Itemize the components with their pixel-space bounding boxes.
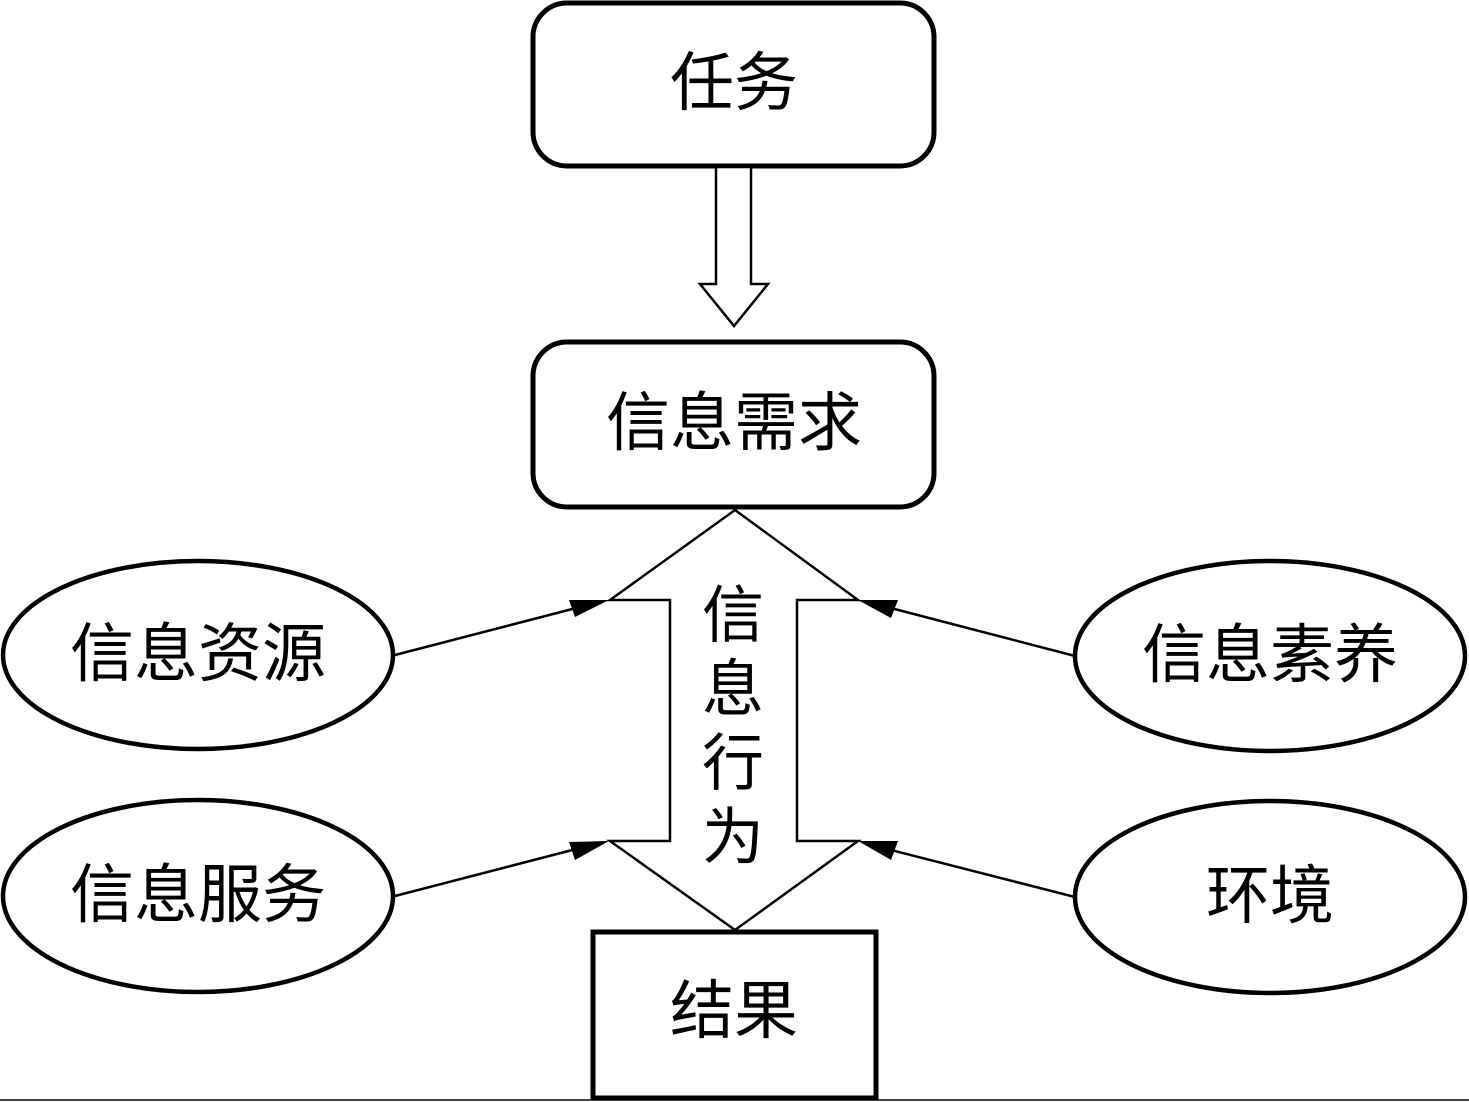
- info-services-arrowhead-icon: [569, 841, 609, 860]
- node-info-literacy: 信息素养: [1072, 558, 1468, 754]
- environment-arrow-line: [886, 847, 1076, 899]
- info-resources-label: 信息资源: [70, 618, 326, 692]
- result-box: [590, 929, 879, 1101]
- result-label: 结果: [670, 975, 798, 1049]
- info-resources-arrow-line: [394, 605, 581, 657]
- node-result: 结果: [590, 929, 879, 1101]
- info-resources-arrowhead-icon: [569, 600, 609, 617]
- edge-info-literacy: [858, 600, 1076, 658]
- edge-info-resources: [394, 600, 609, 657]
- node-info-need: 信息需求: [530, 339, 937, 510]
- environment-label: 环境: [1206, 860, 1334, 934]
- task-label: 任务: [670, 47, 798, 121]
- node-task: 任务: [530, 0, 937, 169]
- info-need-label: 信息需求: [606, 387, 862, 461]
- info-literacy-arrow-line: [886, 605, 1076, 658]
- node-info-resources: 信息资源: [0, 558, 396, 752]
- info-behavior-char-1: 信: [702, 579, 764, 652]
- node-info-behavior: 信 息 行 为: [606, 508, 862, 932]
- node-info-services: 信息服务: [0, 797, 396, 995]
- node-environment: 环境: [1072, 798, 1468, 996]
- info-services-label: 信息服务: [70, 859, 326, 933]
- info-literacy-label: 信息素养: [1142, 619, 1398, 693]
- info-behavior-char-3: 行: [702, 727, 764, 800]
- info-literacy-arrowhead-icon: [858, 600, 898, 618]
- info-resources-ellipse: [0, 558, 396, 752]
- info-behavior-char-4: 为: [702, 801, 764, 874]
- edge-info-services: [394, 841, 609, 898]
- environment-arrowhead-icon: [858, 841, 898, 860]
- info-services-arrow-line: [394, 846, 581, 898]
- info-behavior-char-2: 息: [702, 653, 764, 726]
- info-services-ellipse: [0, 797, 396, 995]
- task-to-need-arrow: [697, 165, 771, 328]
- info-need-box: [530, 339, 937, 510]
- edge-environment: [858, 841, 1076, 899]
